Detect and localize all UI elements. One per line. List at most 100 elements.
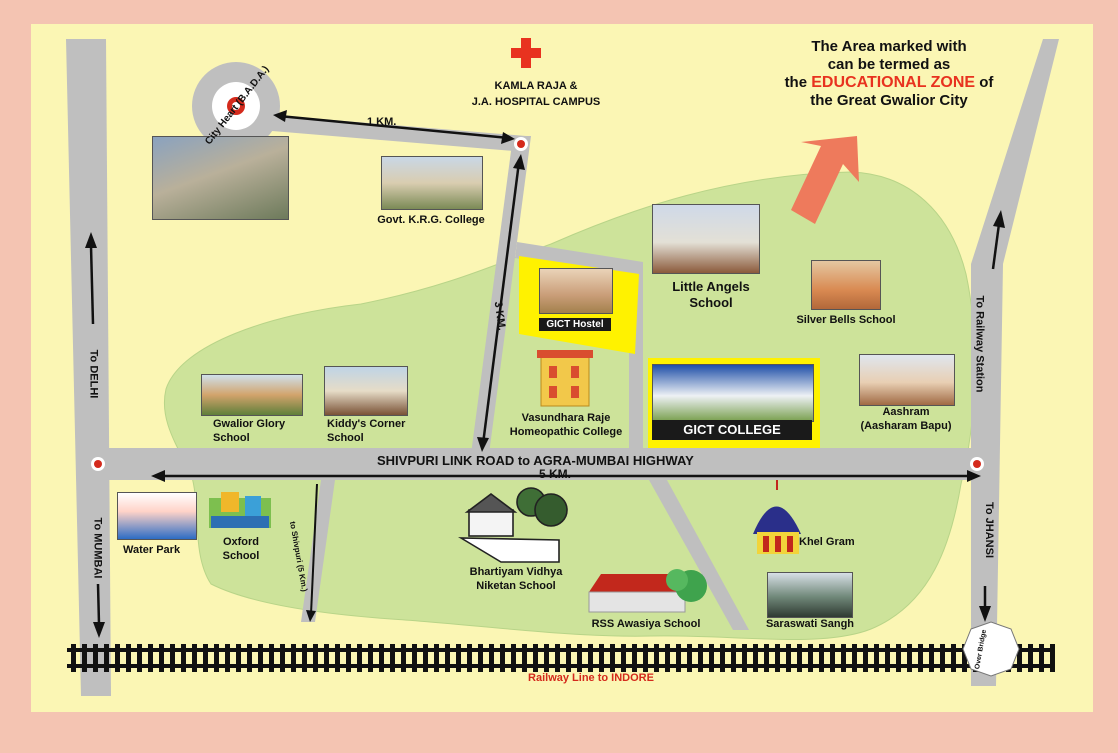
railway-tie [104,644,109,672]
hospital-label-2: J.A. HOSPITAL CAMPUS [471,96,601,108]
railway-tie [423,644,428,672]
railway-tie [676,644,681,672]
railway-tie [830,644,835,672]
railway-tie [115,644,120,672]
railway-tie [1017,644,1022,672]
vasundhara-label-1: Vasundhara Raje [521,412,611,424]
junction-marker-hospital [514,137,528,151]
bhartiyam-label-2: Niketan School [476,580,556,592]
road-to-railway-jhansi [971,39,1059,686]
krg-college-label: Govt. K.R.G. College [377,214,485,226]
railway-tie [940,644,945,672]
railway-tie [335,644,340,672]
railway-tie [544,644,549,672]
railway-tie [1039,644,1044,672]
railway-tie [698,644,703,672]
aashram-photo [859,354,955,406]
railway-tie [808,644,813,672]
railway-tie [841,644,846,672]
silver-bells-label: Silver Bells School [796,314,896,326]
arrow-5km [151,470,981,482]
railway-tie [192,644,197,672]
railway-tie [280,644,285,672]
callout-of: of [979,74,994,91]
railway-tie [126,644,131,672]
callout-line-2: can be termed as [827,56,951,73]
railway-tie [456,644,461,672]
water-park-label: Water Park [123,544,181,556]
railway-tie [665,644,670,672]
railway-tie [533,644,538,672]
junction-marker-right [970,457,984,471]
vasundhara-label-2: Homeopathic College [509,426,623,438]
railway-tie [786,644,791,672]
arrow-to-mumbai [93,583,105,638]
railway-tie [445,644,450,672]
gwalior-glory-label-1: Gwalior Glory [213,418,286,430]
railway-tie [720,644,725,672]
railway-tie [918,644,923,672]
railway-tie [522,644,527,672]
oxford-school-label-1: Oxford [222,536,260,548]
shivpuri-link-road [91,448,996,480]
railway-tie [863,644,868,672]
gict-hostel-label: GICT Hostel [539,318,611,331]
arrow-1km [273,110,515,144]
road-to-shivpuri [301,480,335,622]
silver-bells-photo [811,260,881,310]
railway-tie [764,644,769,672]
railway-tie [467,644,472,672]
railway-tie [709,644,714,672]
road-city-heart [236,112,526,152]
to-railway-station-label: To Railway Station [973,295,986,393]
railway-tie [489,644,494,672]
rss-school-label: RSS Awasiya School [591,618,701,630]
to-mumbai-label: To MUMBAI [91,517,104,579]
gict-hostel-photo [539,268,613,314]
railway-tie [148,644,153,672]
railway-tie [291,644,296,672]
railway-tie [852,644,857,672]
railway-tie [379,644,384,672]
railway-tie [962,644,967,672]
railway-tie [93,644,98,672]
bhartiyam-school-icon [458,487,568,563]
railway-tie [401,644,406,672]
railway-tie [621,644,626,672]
junction-marker-left [91,457,105,471]
railway-tie [687,644,692,672]
over-bridge-icon [962,621,1020,677]
to-delhi-label: To DELHI [87,349,100,399]
railway-tie [1028,644,1033,672]
railway-tie [434,644,439,672]
inner-road-gict [515,242,643,454]
water-park-photo [117,492,197,540]
railway-tie [478,644,483,672]
oxford-school-label-2: School [222,550,260,562]
callout-line-1: The Area marked with [811,38,967,55]
railway-tie [588,644,593,672]
railway-tie [885,644,890,672]
distance-1km-label: 1 KM. [367,116,397,128]
hospital-cross-icon [511,38,541,68]
railway-tie [203,644,208,672]
road-name-label: SHIVPURI LINK ROAD to AGRA-MUMBAI HIGHWA… [377,453,694,468]
railway-tie [236,644,241,672]
road-diagonal-south [649,480,749,630]
railway-tie [907,644,912,672]
city-heart-photo [152,136,289,220]
saraswati-sangh-label: Saraswati Sangh [765,618,855,630]
railway-tie [797,644,802,672]
railway-tie [632,644,637,672]
railway-tie [346,644,351,672]
railway-tie [654,644,659,672]
hospital-label-1: KAMLA RAJA & [494,80,578,92]
rss-school-icon [588,569,707,613]
railway-tie [511,644,516,672]
distance-5km-label: 5 KM. [539,467,572,481]
railway-line-label: Railway Line to INDORE [528,672,654,684]
railway-tie [214,644,219,672]
railway-tie [555,644,560,672]
little-angels-label-2: School [689,295,733,310]
